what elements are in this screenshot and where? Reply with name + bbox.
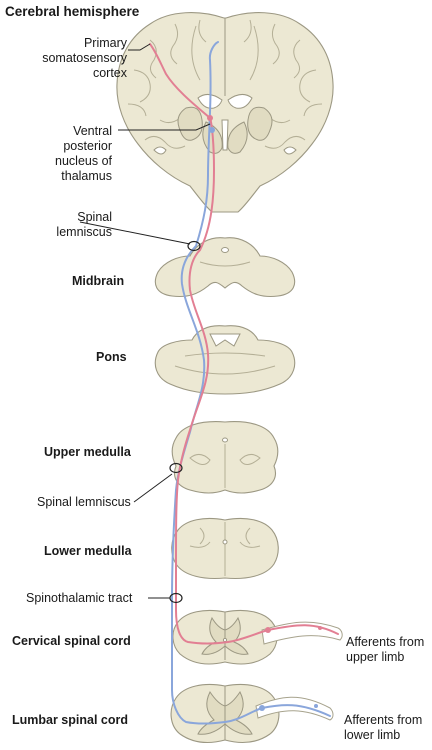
label-spinal-lemniscus-lower: Spinal lemniscus <box>37 495 131 509</box>
label-spinothalamic-tract: Spinothalamic tract <box>26 591 133 605</box>
lower-limb-nerve <box>255 696 334 721</box>
upper-ganglion <box>318 626 322 630</box>
thalamus-neuron-red <box>207 115 213 121</box>
lower-ganglion <box>314 704 318 708</box>
label-cervical-spinal-cord: Cervical spinal cord <box>12 634 131 648</box>
upper-limb-pathway <box>149 43 339 645</box>
label-cerebral-hemisphere: Cerebral hemisphere <box>5 4 140 19</box>
pons-section <box>154 325 296 395</box>
leader-primary-cortex <box>128 43 151 51</box>
label-afferents-upper-line1: Afferents from <box>346 635 425 649</box>
label-lumbar-spinal-cord: Lumbar spinal cord <box>12 713 128 727</box>
leader-vpn <box>118 123 211 131</box>
label-pons: Pons <box>96 350 127 364</box>
label-primary-cortex-line1: Primary <box>83 36 127 50</box>
label-primary-cortex-line2: somatosensory <box>42 51 127 65</box>
label-vpn-line2: posterior <box>63 139 112 153</box>
lower-medulla-section <box>171 517 279 580</box>
label-afferents-lower-line2: lower limb <box>344 728 401 742</box>
upper-medulla-section <box>171 421 279 494</box>
label-spinal-lemniscus-upper: Spinal lemniscus <box>56 210 112 240</box>
label-vpn-line1: Ventral <box>73 124 112 138</box>
ring-spinothalamic <box>169 592 183 604</box>
cervical-neuron <box>265 627 271 633</box>
label-afferents-lower: Afferents from lower limb <box>344 713 422 743</box>
label-vpn-thalamus: Ventral posterior nucleus of thalamus <box>55 124 112 184</box>
label-primary-cortex: Primary somatosensory cortex <box>42 36 127 81</box>
cervical-cord-section <box>172 609 278 665</box>
ring-spinal-lemniscus-lower <box>169 462 183 474</box>
leader-spinal-lemniscus-lower <box>133 473 173 503</box>
leader-spinal-lemniscus-upper <box>79 221 191 245</box>
thalamus-neuron-blue <box>209 127 215 133</box>
midbrain-section <box>154 237 296 298</box>
label-lower-medulla: Lower medulla <box>44 544 132 558</box>
label-upper-medulla: Upper medulla <box>44 445 131 459</box>
label-sl-upper-line2: lemniscus <box>56 225 112 239</box>
label-midbrain: Midbrain <box>72 274 125 288</box>
lumbar-neuron <box>259 705 265 711</box>
ring-spinal-lemniscus-upper <box>187 240 201 252</box>
cerebrum-section <box>116 12 334 213</box>
label-afferents-lower-line1: Afferents from <box>344 713 423 727</box>
label-sl-upper-line1: Spinal <box>77 210 112 224</box>
label-afferents-upper-line2: upper limb <box>346 650 405 664</box>
label-vpn-line4: thalamus <box>61 169 112 183</box>
label-vpn-line3: nucleus of <box>55 154 112 168</box>
label-primary-cortex-line3: cortex <box>92 66 127 80</box>
label-afferents-upper: Afferents from upper limb <box>346 635 424 665</box>
